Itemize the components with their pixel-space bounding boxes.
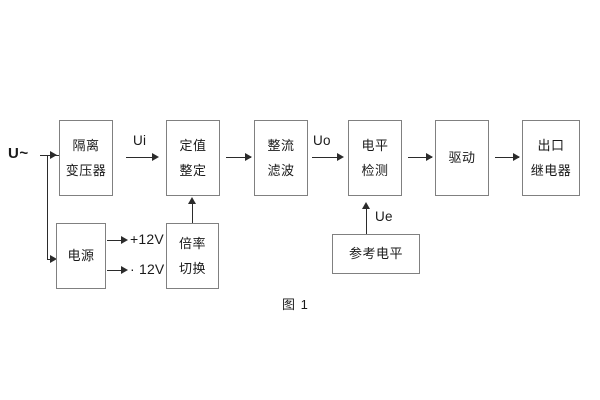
block-level-detect-line2: 检测 <box>361 163 389 178</box>
block-output-relay[interactable]: 出口 继电器 <box>522 120 580 196</box>
line-rail-positive <box>107 240 125 241</box>
arrow-rail-negative <box>121 266 128 274</box>
block-setting-value-line2: 整定 <box>179 163 207 178</box>
block-multiplier-switch-line1: 倍率 <box>178 235 206 251</box>
arrow-to-power-supply <box>50 255 57 263</box>
input-label-u-ac: U~ <box>8 145 29 162</box>
branch-top-line <box>47 155 52 156</box>
line-multiplier-to-setting <box>192 203 193 223</box>
signal-label-ui: Ui <box>133 133 147 148</box>
block-reference-level[interactable]: 参考电平 <box>332 234 420 274</box>
block-output-relay-line1: 出口 <box>537 137 565 153</box>
block-drive-line1: 驱动 <box>448 150 476 166</box>
block-drive[interactable]: 驱动 <box>435 120 489 196</box>
block-rectify-filter-line2: 滤波 <box>267 163 295 178</box>
line-isolation-to-setting <box>126 157 154 158</box>
block-power-supply-line1: 电源 <box>67 248 95 264</box>
arrow-setting-to-rectify <box>245 153 252 161</box>
block-power-supply[interactable]: 电源 <box>56 223 106 289</box>
line-drive-to-output-relay <box>495 157 519 158</box>
line-reference-to-level-detect <box>366 208 367 234</box>
block-setting-value-line1: 定值 <box>179 137 207 153</box>
block-setting-value[interactable]: 定值 整定 <box>166 120 220 196</box>
block-rectify-filter-line1: 整流 <box>267 137 295 153</box>
block-isolation-transformer-line1: 隔离 <box>72 137 100 153</box>
arrow-drive-to-output-relay <box>513 153 520 161</box>
arrow-reference-to-level-detect <box>362 202 370 209</box>
block-reference-level-line1: 参考电平 <box>348 246 403 262</box>
arrow-rectify-to-level-detect <box>337 153 344 161</box>
block-isolation-transformer[interactable]: 隔离 变压器 <box>59 120 113 196</box>
block-rectify-filter[interactable]: 整流 滤波 <box>254 120 308 196</box>
arrow-to-isolation-transformer <box>50 151 57 159</box>
arrow-rail-positive <box>121 236 128 244</box>
block-isolation-transformer-line2: 变压器 <box>65 163 107 178</box>
arrow-multiplier-to-setting <box>188 197 196 204</box>
rail-label-negative-12v: · 12V <box>130 261 165 277</box>
block-level-detect-line1: 电平 <box>361 137 389 153</box>
rail-label-positive-12v: +12V <box>130 231 164 247</box>
input-branch-vertical <box>47 155 48 259</box>
figure-caption: 图 1 <box>282 297 309 312</box>
branch-bottom-line <box>47 259 52 260</box>
signal-label-uo: Uo <box>313 133 331 148</box>
block-output-relay-line2: 继电器 <box>530 163 572 178</box>
line-setting-to-rectify <box>226 157 251 158</box>
arrow-level-detect-to-drive <box>426 153 433 161</box>
block-multiplier-switch-line2: 切换 <box>178 261 206 276</box>
line-level-detect-to-drive <box>408 157 432 158</box>
arrow-isolation-to-setting <box>152 153 159 161</box>
line-rectify-to-level-detect <box>312 157 340 158</box>
block-multiplier-switch[interactable]: 倍率 切换 <box>166 223 219 289</box>
block-level-detect[interactable]: 电平 检测 <box>348 120 402 196</box>
signal-label-ue: Ue <box>375 209 393 224</box>
line-rail-negative <box>107 270 125 271</box>
